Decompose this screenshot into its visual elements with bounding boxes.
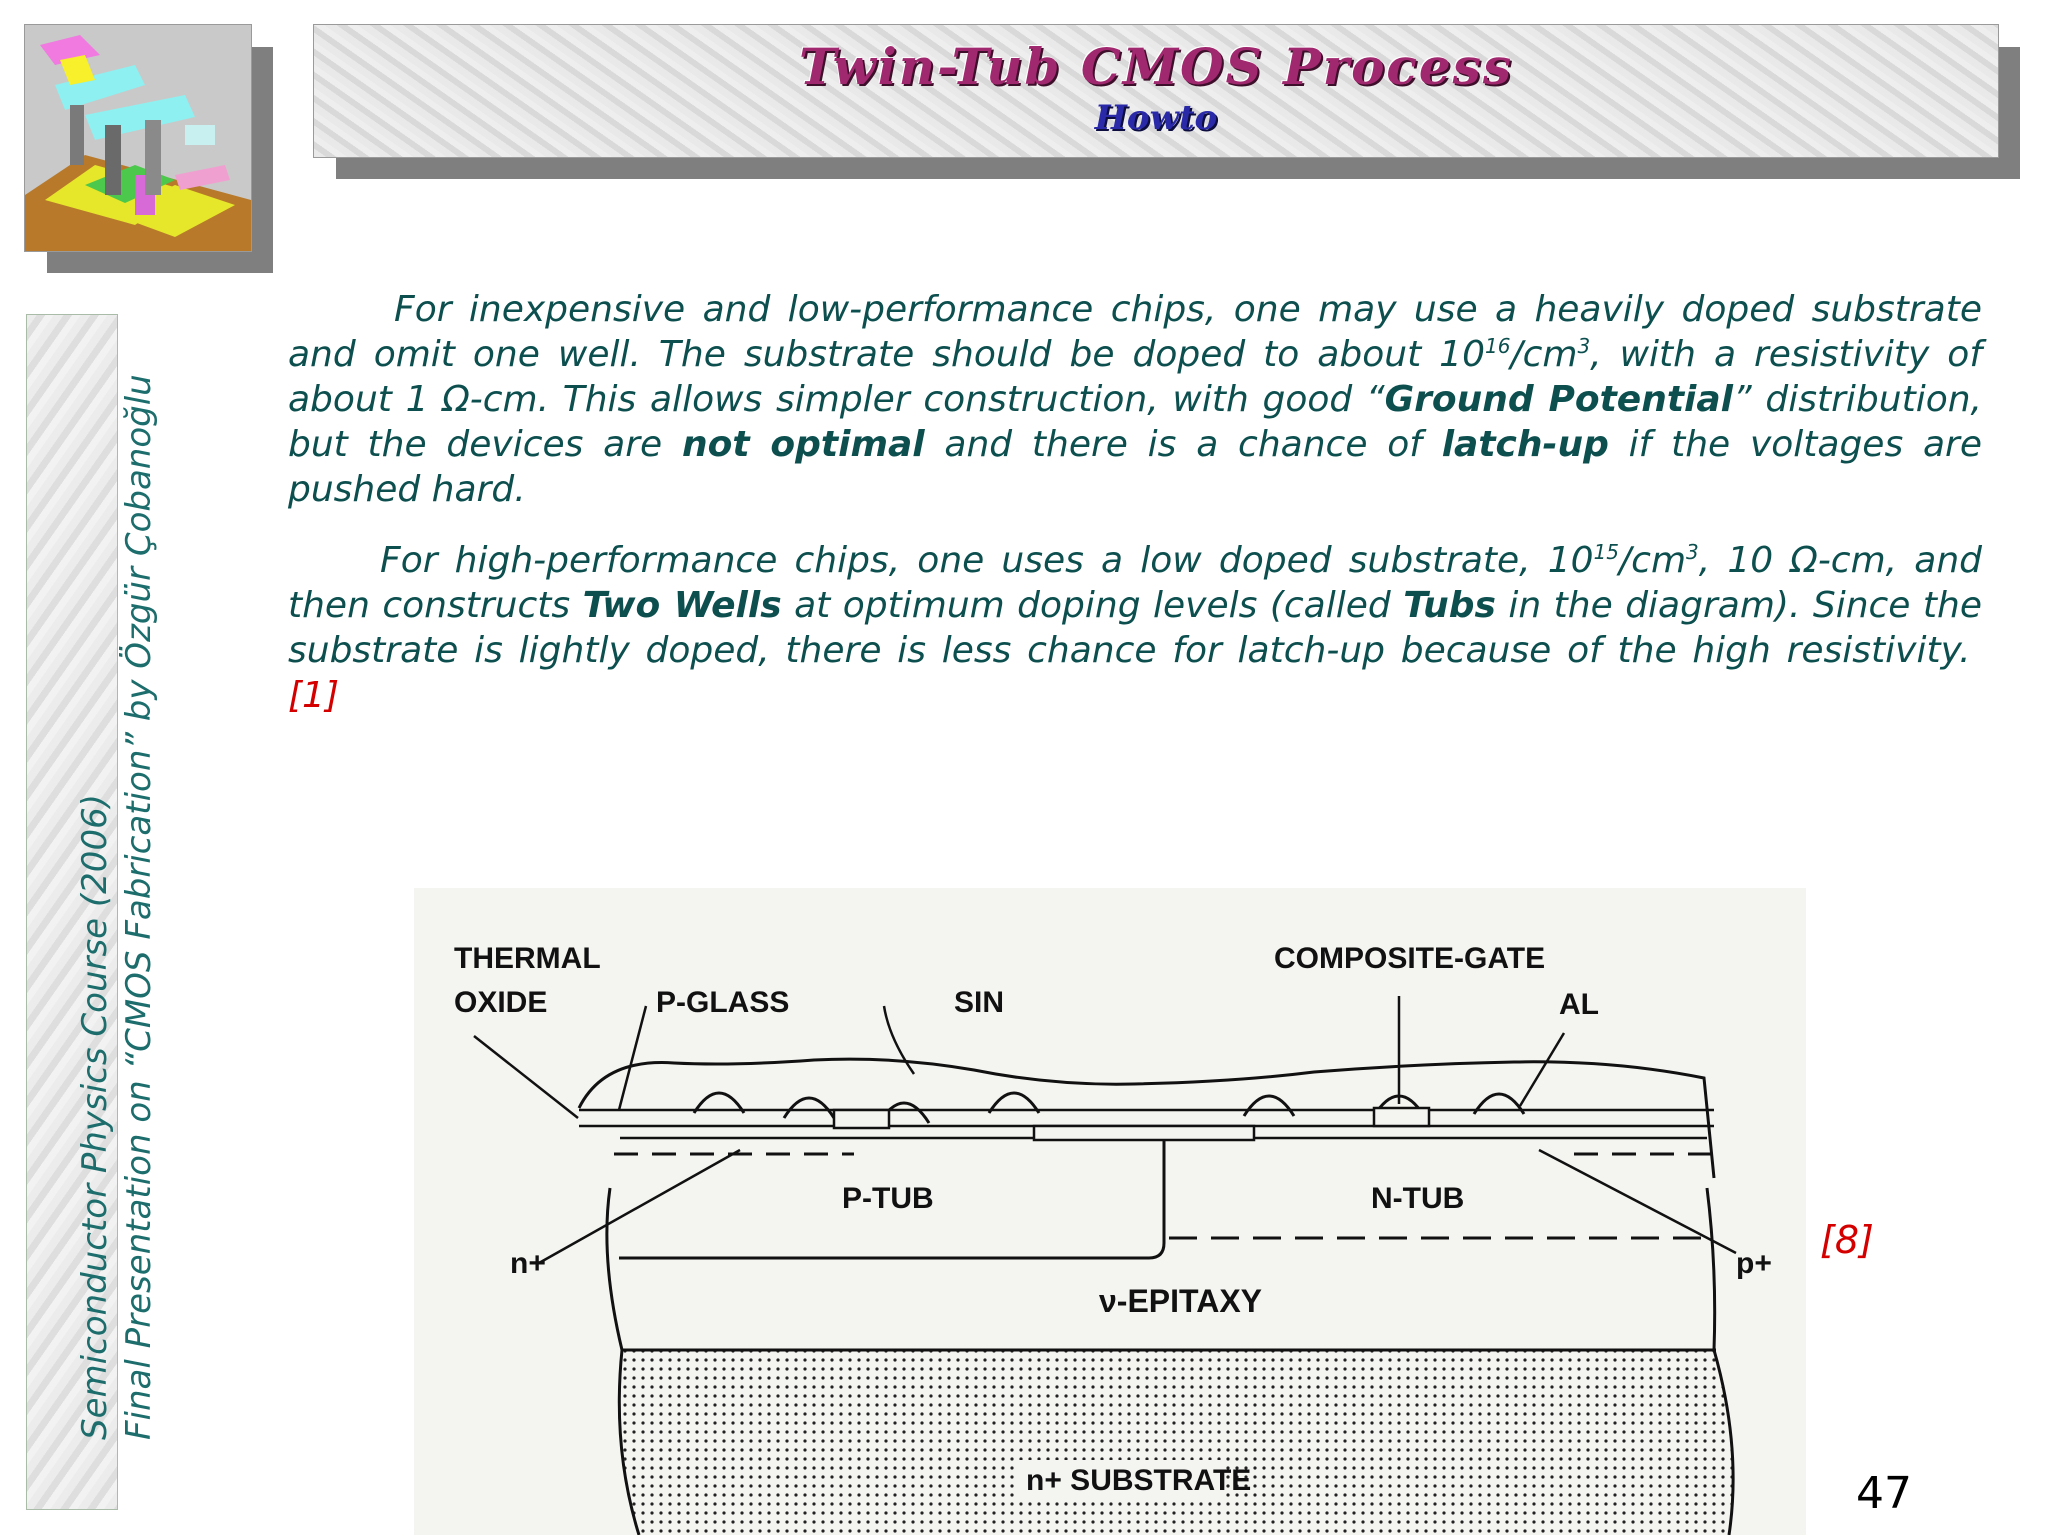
side-credits: Semiconductor Physics Course (2006) Fina… — [73, 330, 161, 1440]
reference-8[interactable]: [8] — [1820, 1218, 1874, 1262]
cmos-3d-logo — [24, 24, 252, 252]
substrate-region — [621, 1350, 1734, 1535]
presentation-line: Final Presentation on “CMOS Fabrication”… — [119, 374, 159, 1440]
label-sin: SIN — [954, 986, 1004, 1019]
paragraph-high-performance: For high-performance chips, one uses a l… — [288, 540, 1982, 716]
label-n-tub: N-TUB — [1371, 1182, 1464, 1215]
label-p-glass: P-GLASS — [656, 986, 789, 1019]
side-banner — [26, 314, 118, 1510]
slide-subtitle: Howto — [1094, 98, 1218, 138]
label-al: AL — [1559, 988, 1599, 1021]
page-number: 47 — [1856, 1468, 1912, 1519]
cmos-structure-illustration — [25, 35, 251, 251]
twin-tub-cross-section-figure: THERMAL OXIDE P-GLASS SIN COMPOSITE-GATE… — [414, 888, 1806, 1535]
slide-title: Twin-Tub CMOS Process — [799, 37, 1513, 96]
label-p-tub: P-TUB — [842, 1182, 934, 1215]
reference-1[interactable]: [1] — [288, 675, 339, 716]
label-n-plus: n+ — [510, 1247, 546, 1280]
label-composite-gate: COMPOSITE-GATE — [1274, 942, 1545, 975]
cross-section-diagram: THERMAL OXIDE P-GLASS SIN COMPOSITE-GATE… — [454, 942, 1772, 1535]
course-line: Semiconductor Physics Course (2006) — [75, 794, 115, 1440]
label-oxide: OXIDE — [454, 986, 547, 1019]
label-thermal: THERMAL — [454, 942, 601, 975]
label-p-plus: p+ — [1736, 1247, 1772, 1280]
slide-body: For inexpensive and low-performance chip… — [288, 287, 1982, 744]
paragraph-low-performance: For inexpensive and low-performance chip… — [288, 289, 1982, 510]
label-epitaxy: ν-EPITAXY — [1099, 1283, 1262, 1319]
title-banner: Twin-Tub CMOS Process Howto — [313, 24, 1999, 158]
label-substrate: n+ SUBSTRATE — [1026, 1464, 1251, 1497]
